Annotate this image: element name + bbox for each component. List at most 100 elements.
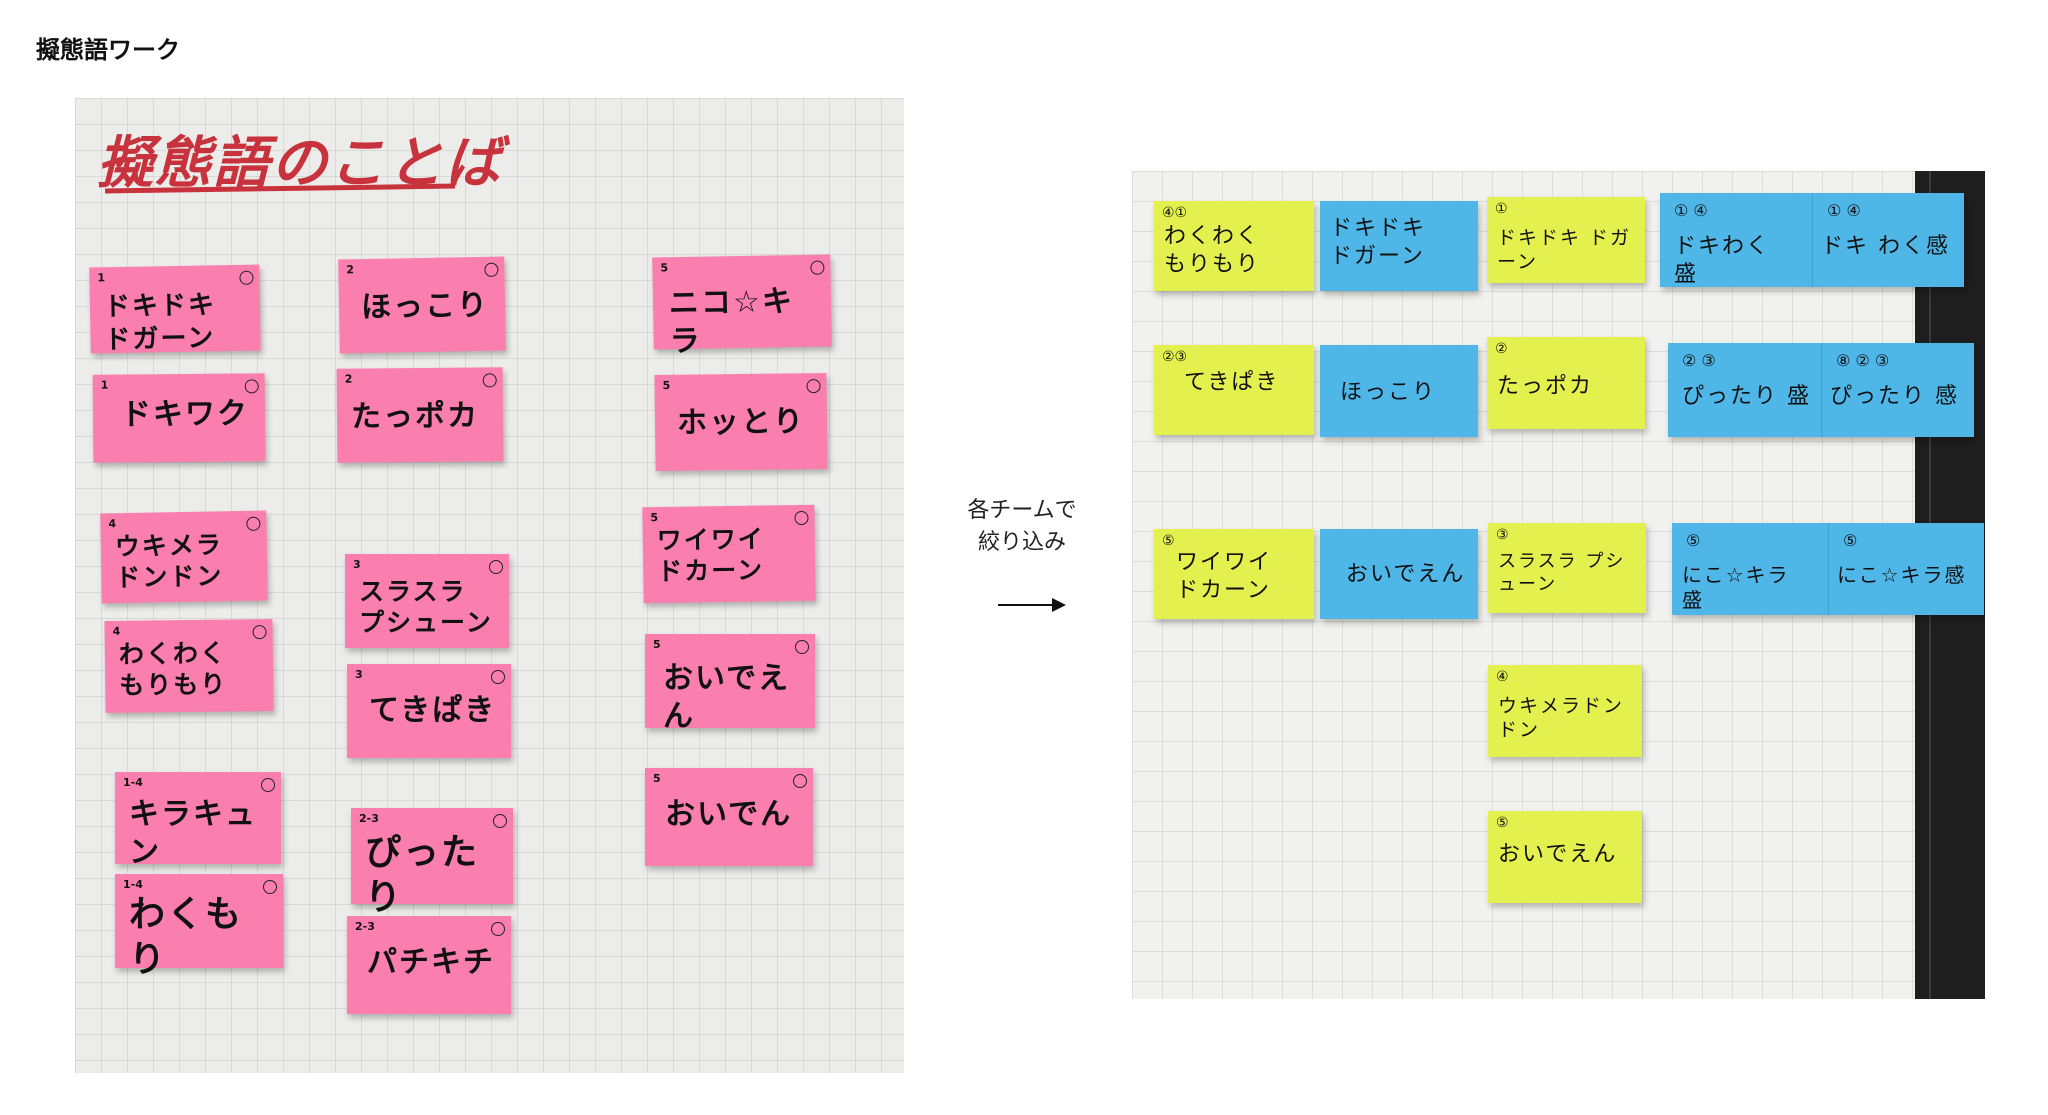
note-text: わくもり — [129, 894, 244, 980]
sticky-note: 5 ホッとり — [654, 372, 828, 472]
sticky-note: 3 てきぱき — [347, 664, 511, 758]
mark-icon — [491, 670, 505, 684]
sticky-note: ⑤ おいでえん — [1488, 811, 1642, 903]
arrow-label: 各チームで 絞り込み — [967, 498, 1077, 555]
sticky-note: ⑤ にこ☆キラ 盛 ⑤ にこ☆キラ感 — [1672, 523, 1984, 615]
note-half: ⑤ にこ☆キラ感 — [1828, 523, 1985, 615]
note-text: パチキチ — [367, 945, 495, 980]
sticky-note: ドキドキ ドガーン — [1320, 201, 1478, 291]
page-title: 擬態語ワーク — [36, 36, 180, 64]
mark-icon — [482, 373, 497, 388]
note-number: ⑧ ② ③ — [1836, 351, 1890, 370]
sticky-note: ④ ウキメラドンドン — [1488, 665, 1642, 757]
sticky-note: ② たっポカ — [1487, 337, 1645, 429]
note-text: おいでえん — [1346, 562, 1466, 587]
mark-icon — [491, 922, 505, 936]
note-number: 1 — [97, 271, 106, 285]
note-text: てきぱき — [1184, 370, 1280, 395]
note-text: わくわく もりもり — [118, 638, 228, 701]
poster-photo: 擬態語のことば 1 ドキドキ ドガーン 1 ドキワク 4 ウキメラ ドンドン 4… — [75, 98, 904, 1073]
note-text: ウキメラ ドンドン — [114, 530, 224, 593]
mark-icon — [263, 880, 277, 894]
sticky-note: 2-3 ぴったり — [351, 808, 513, 918]
sticky-note: 1 ドキドキ ドガーン — [89, 264, 261, 355]
note-number: ⑤ — [1162, 533, 1175, 549]
note-text: にこ☆キラ 盛 — [1682, 563, 1790, 612]
sticky-note: ほっこり — [1320, 345, 1478, 437]
note-number: ② — [1495, 341, 1508, 357]
mark-icon — [810, 260, 825, 275]
sticky-note: 2 ほっこり — [338, 256, 506, 354]
sticky-note: 1 ドキワク — [92, 373, 266, 463]
note-text: ドキドキ ドガーン — [1497, 227, 1632, 273]
sticky-note: ⑤ ワイワイ ドカーン — [1154, 529, 1314, 619]
sticky-note: 4 わくわく もりもり — [104, 618, 274, 714]
mark-icon — [795, 640, 809, 654]
note-number: 1-4 — [123, 878, 143, 891]
note-text: ドキドキ ドガーン — [103, 290, 217, 355]
note-text: ぴったり — [365, 832, 480, 918]
note-text: ウキメラドンドン — [1498, 695, 1625, 741]
note-number: ⑤ — [1686, 531, 1701, 550]
note-text: ドキ わく感 — [1821, 234, 1950, 259]
note-number: ① — [1495, 201, 1508, 217]
note-number: ① ④ — [1827, 201, 1861, 220]
note-text: たっポカ — [1497, 374, 1594, 399]
sticky-note: 2 たっポカ — [336, 367, 504, 463]
note-number: 1-4 — [123, 776, 143, 789]
note-text: おいでん — [665, 797, 793, 832]
note-half: ⑤ にこ☆キラ 盛 — [1672, 523, 1828, 615]
note-number: ④① — [1162, 205, 1188, 221]
note-text: にこ☆キラ感 — [1837, 563, 1967, 587]
note-text: ワイワイ ドカーン — [656, 524, 766, 587]
sticky-note: ④① わくわく もりもり — [1154, 201, 1314, 291]
note-number: 5 — [653, 638, 661, 651]
sticky-note: 2-3 パチキチ — [347, 916, 511, 1014]
sticky-note: ② ③ ぴったり 盛 ⑧ ② ③ ぴったり 感 — [1668, 343, 1974, 437]
note-text: キラキュン — [129, 797, 257, 870]
sticky-note: ① ドキドキ ドガーン — [1487, 197, 1645, 283]
note-text: ドキドキ ドガーン — [1330, 216, 1427, 269]
note-number: ① ④ — [1674, 201, 1708, 220]
sticky-note: 3 スラスラ プシューン — [345, 554, 509, 648]
note-text: ドキわく 盛 — [1674, 234, 1771, 287]
note-number: ③ — [1496, 527, 1509, 543]
note-number: ⑤ — [1496, 815, 1509, 831]
note-number: 5 — [660, 261, 669, 275]
board-photo: ④① わくわく もりもり ドキドキ ドガーン ① ドキドキ ドガーン ① ④ ド… — [1132, 171, 1985, 999]
note-half: ① ④ ドキ わく感 — [1812, 193, 1965, 287]
note-text: ホッとり — [676, 404, 806, 441]
mark-icon — [239, 270, 254, 285]
note-number: 3 — [355, 668, 363, 681]
mark-icon — [489, 560, 503, 574]
note-text: ドキワク — [120, 396, 250, 433]
sticky-note: 5 ニコ☆キラ — [652, 254, 832, 359]
sticky-note: 5 おいでえん — [645, 634, 815, 734]
note-half: ⑧ ② ③ ぴったり 感 — [1821, 343, 1975, 437]
note-number: 5 — [662, 378, 671, 392]
note-number: 5 — [653, 772, 661, 785]
sticky-note: ③ スラスラ プシューン — [1488, 523, 1646, 613]
note-text: ニコ☆キラ — [668, 284, 795, 359]
mark-icon — [244, 379, 259, 394]
sticky-note: ① ④ ドキわく 盛 ① ④ ドキ わく感 — [1660, 193, 1964, 287]
note-half: ① ④ ドキわく 盛 — [1660, 193, 1812, 287]
sticky-note: おいでえん — [1320, 529, 1478, 619]
sticky-note: 5 ワイワイ ドカーン — [642, 504, 816, 604]
sticky-note: 1-4 キラキュン — [115, 772, 281, 870]
note-text: おいでえん — [1498, 842, 1618, 867]
sticky-note: 1-4 わくもり — [115, 874, 283, 980]
note-number: 2-3 — [355, 920, 375, 933]
note-number: 4 — [108, 517, 117, 531]
mark-icon — [484, 262, 499, 277]
note-number: 1 — [100, 378, 109, 392]
note-text: スラスラ プシューン — [359, 577, 493, 638]
note-text: ぴったり 感 — [1830, 384, 1959, 409]
note-text: ほっこり — [1340, 380, 1437, 405]
note-number: ②③ — [1162, 349, 1188, 365]
note-number: 2-3 — [359, 812, 379, 825]
mark-icon — [793, 774, 807, 788]
note-text: てきぱき — [369, 693, 497, 728]
mark-icon — [806, 379, 821, 394]
note-number: ④ — [1496, 669, 1509, 685]
